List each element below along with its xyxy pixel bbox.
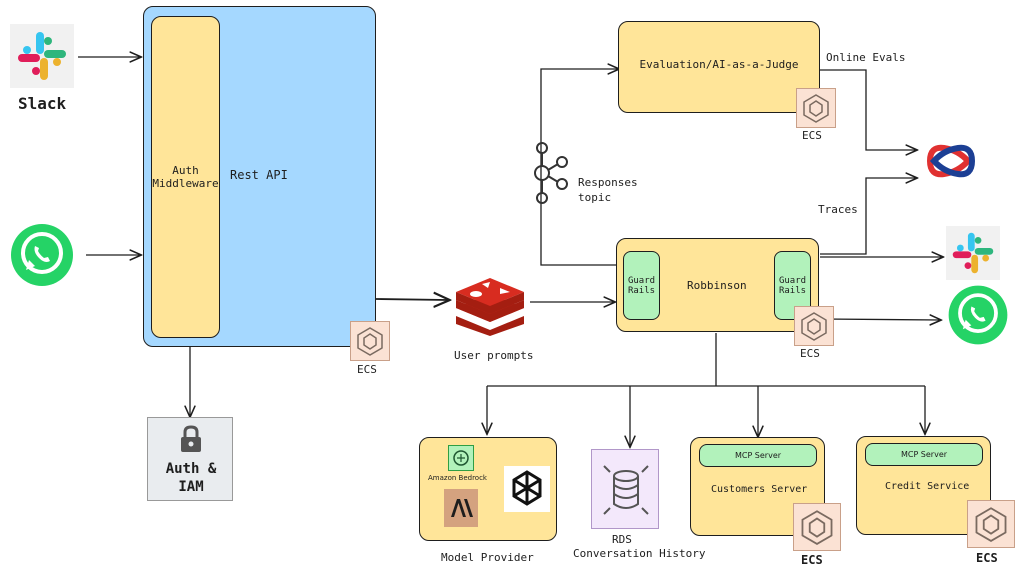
online-evals-label: Online Evals (826, 51, 906, 64)
guard-rails-left-line1: Guard (627, 275, 656, 286)
slack-label: Slack (18, 94, 67, 113)
kafka-logo-icon (528, 140, 572, 206)
model-provider-box: Amazon Bedrock (419, 437, 557, 541)
ecs-label-credit: ECS (976, 551, 998, 565)
slack-logo-icon (10, 24, 74, 88)
ecs-icon (796, 88, 836, 128)
responses-topic-label-line1: Responses (578, 176, 638, 189)
ecs-label-customers: ECS (801, 553, 823, 567)
ecs-icon (793, 503, 841, 551)
ecs-label-evaluation: ECS (802, 129, 822, 142)
mcp-server-badge: MCP Server (865, 443, 983, 466)
knot-logo-icon (924, 140, 978, 182)
model-provider-label: Model Provider (441, 551, 534, 564)
lock-icon (178, 424, 204, 454)
rds-label-line1: RDS (612, 533, 632, 546)
rest-api-label: Rest API (230, 168, 288, 182)
anthropic-logo-icon (444, 489, 478, 527)
whatsapp-logo-icon (942, 282, 1014, 348)
traces-label: Traces (818, 203, 858, 216)
ecs-label-restapi: ECS (357, 363, 377, 376)
ecs-label-robbinson: ECS (800, 347, 820, 360)
bedrock-icon (448, 445, 474, 471)
amazon-bedrock-label: Amazon Bedrock (428, 474, 487, 482)
responses-topic-label-line2: topic (578, 191, 612, 204)
credit-service-label: Credit Service (885, 481, 970, 492)
evaluation-label: Evaluation/AI-as-a-Judge (639, 57, 799, 71)
redis-logo-icon (452, 270, 528, 336)
slack-logo-icon (946, 226, 1000, 280)
robbinson-label: Robbinson (687, 279, 747, 292)
guard-rails-right-line2: Rails (778, 285, 807, 296)
ecs-icon (350, 321, 390, 361)
ecs-icon (794, 306, 834, 346)
auth-middleware-label-line2: Middleware (152, 177, 219, 190)
ecs-icon (967, 500, 1015, 548)
customers-server-label: Customers Server (711, 484, 808, 495)
guard-rails-left: Guard Rails (623, 251, 660, 320)
database-icon (602, 464, 650, 516)
auth-iam-box: Auth & IAM (147, 417, 233, 501)
evaluation-box: Evaluation/AI-as-a-Judge (618, 21, 820, 113)
auth-middleware-box: Auth Middleware (151, 16, 220, 338)
guard-rails-left-line2: Rails (627, 285, 656, 296)
user-prompts-label: User prompts (454, 349, 534, 362)
guard-rails-right-line1: Guard (778, 275, 807, 286)
auth-iam-label-line1: Auth & (165, 461, 217, 477)
auth-middleware-label-line1: Auth (172, 164, 199, 177)
openai-logo-icon (504, 466, 550, 512)
mcp-server-badge: MCP Server (699, 444, 817, 467)
rds-box (591, 449, 659, 529)
rds-label-line2: Conversation History (573, 547, 706, 560)
auth-iam-label-line2: IAM (178, 479, 204, 495)
whatsapp-logo-icon (4, 222, 80, 288)
